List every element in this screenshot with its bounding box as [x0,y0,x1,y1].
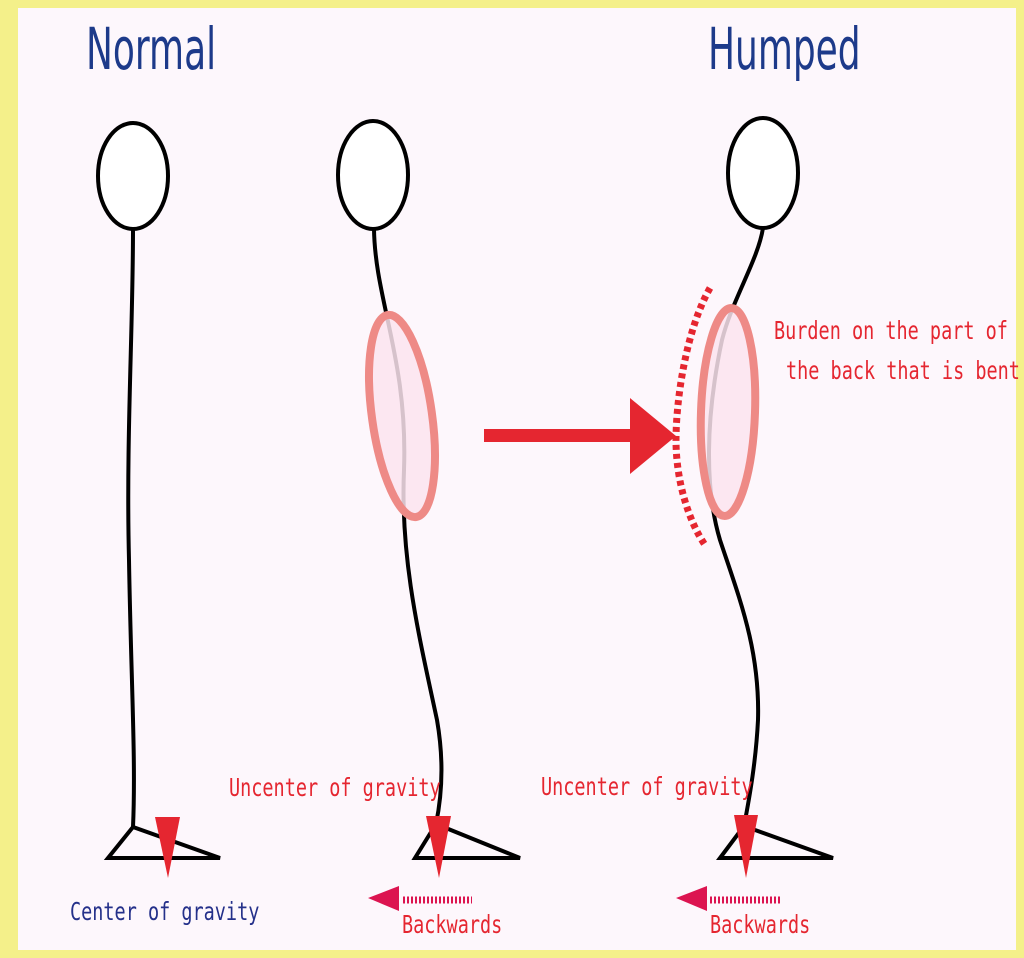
head-humped [728,118,798,228]
bend-highlight-humped [697,307,758,517]
gravity-arrow-humped [734,815,758,878]
spine-normal [128,229,134,827]
bend-highlight-middle [358,311,446,521]
title-normal: Normal [86,20,216,78]
uncenter-label-middle: Uncenter of gravity [229,775,441,800]
backwards-label-humped: Backwards [710,912,810,937]
head-middle [338,121,408,229]
backwards-label-middle: Backwards [402,912,502,937]
gravity-arrow-normal [155,817,180,878]
backwards-arrow-head-humped [676,886,707,911]
gravity-arrow-middle [426,816,451,878]
burden-label-line2: the back that is bent [786,358,1020,383]
figure-normal [98,123,220,878]
head-normal [98,123,168,229]
title-humped: Humped [708,20,861,78]
transition-arrow [484,398,676,474]
burden-label-line1: Burden on the part of [774,318,1008,343]
uncenter-label-humped: Uncenter of gravity [541,774,753,799]
backwards-arrow-head-middle [368,886,399,911]
center-of-gravity-label: Center of gravity [70,899,259,924]
foot-humped [720,826,833,858]
